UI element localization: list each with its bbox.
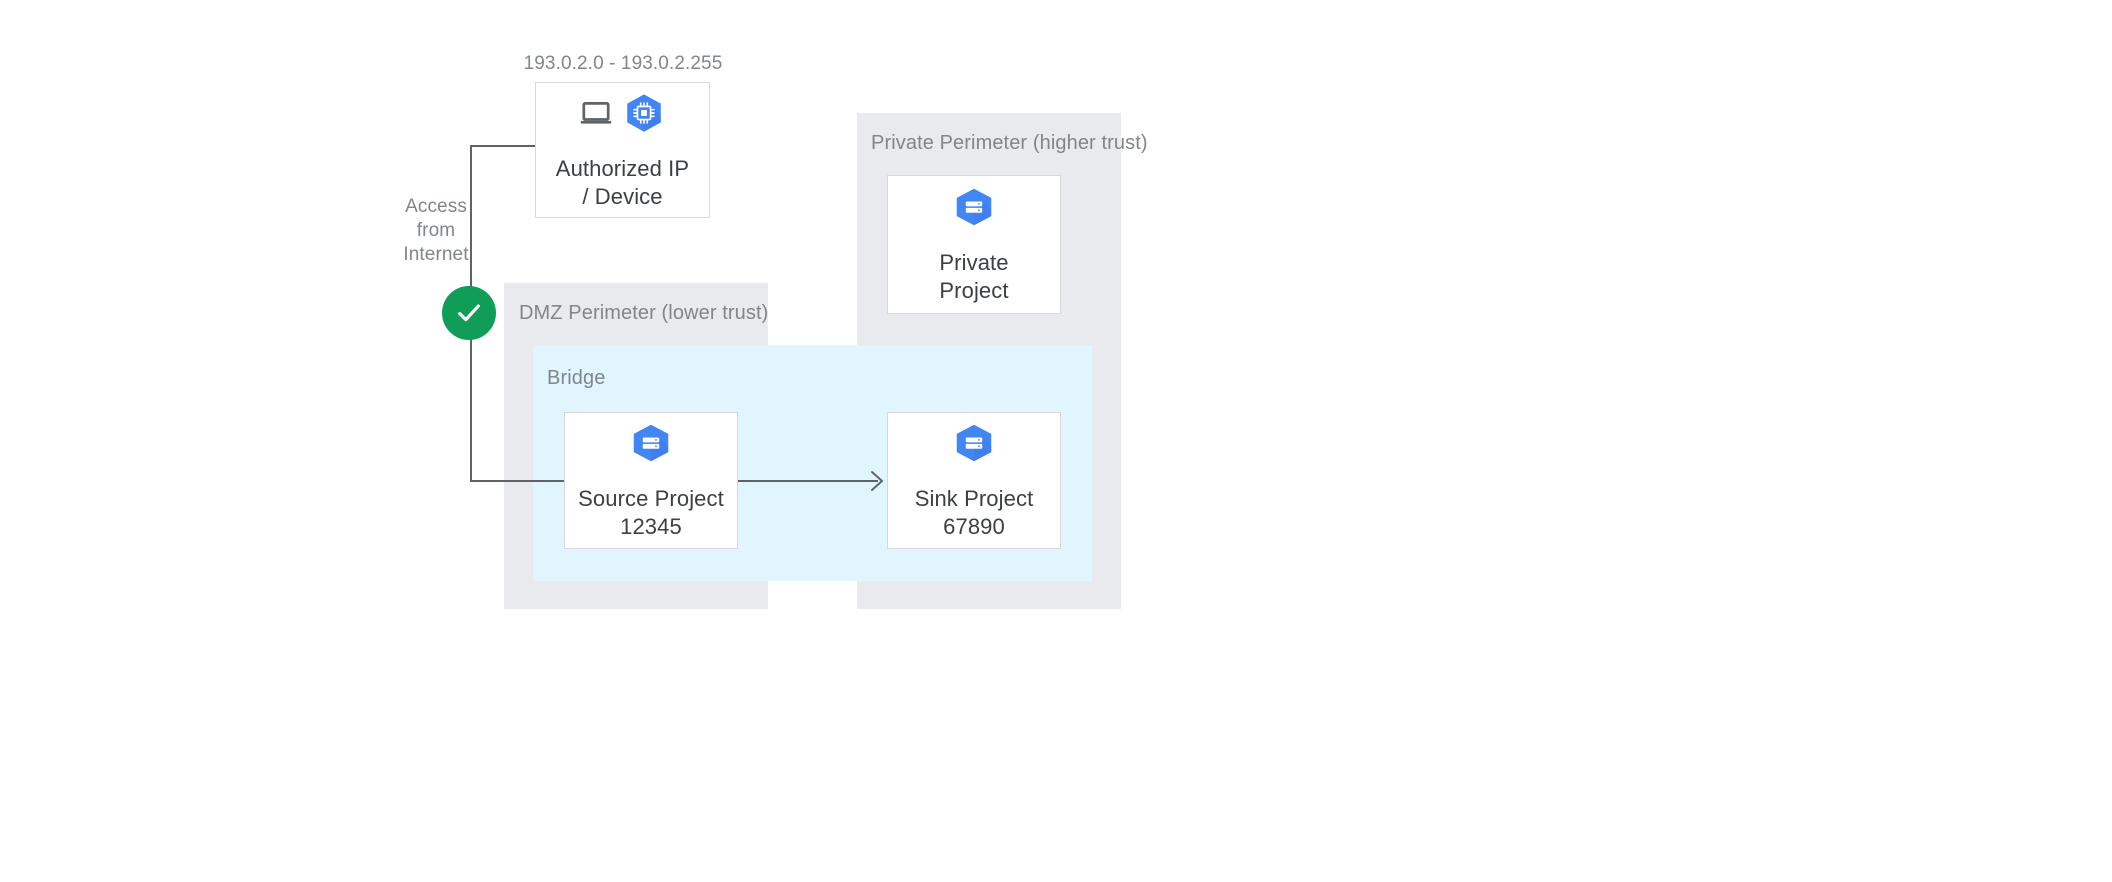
node-authorized-device-label: Authorized IP / Device [555,155,690,209]
laptop-icon [579,96,613,135]
node-sink-project-icons [951,420,997,471]
node-sink-project-label: Sink Project 67890 [914,486,1034,539]
node-authorized-device[interactable]: Authorized IP / Device [535,82,710,218]
compute-engine-hexagon-icon [621,90,667,141]
access-from-internet-note: Access from Internet [403,196,469,265]
project-hexagon-icon [951,420,997,471]
node-source-project[interactable]: Source Project 12345 [564,412,738,549]
node-source-project-icons [628,420,674,471]
check-circle-icon [442,286,496,340]
node-authorized-device-icons [579,90,667,141]
bridge-label: Bridge [547,367,606,389]
project-hexagon-icon [628,420,674,471]
project-hexagon-icon [951,184,997,235]
check-glyph [458,304,480,322]
node-source-project-label: Source Project 12345 [578,486,724,539]
node-private-project-icons [951,184,997,235]
perimeter-private-label: Private Perimeter (higher trust) [871,132,1148,154]
node-sink-project[interactable]: Sink Project 67890 [887,412,1061,549]
ip-range-caption: 193.0.2.0 - 193.0.2.255 [523,53,723,74]
node-private-project[interactable]: Private Project [887,175,1061,314]
node-private-project-label: Private Project [939,250,1009,303]
perimeter-dmz-label: DMZ Perimeter (lower trust) [519,302,769,324]
